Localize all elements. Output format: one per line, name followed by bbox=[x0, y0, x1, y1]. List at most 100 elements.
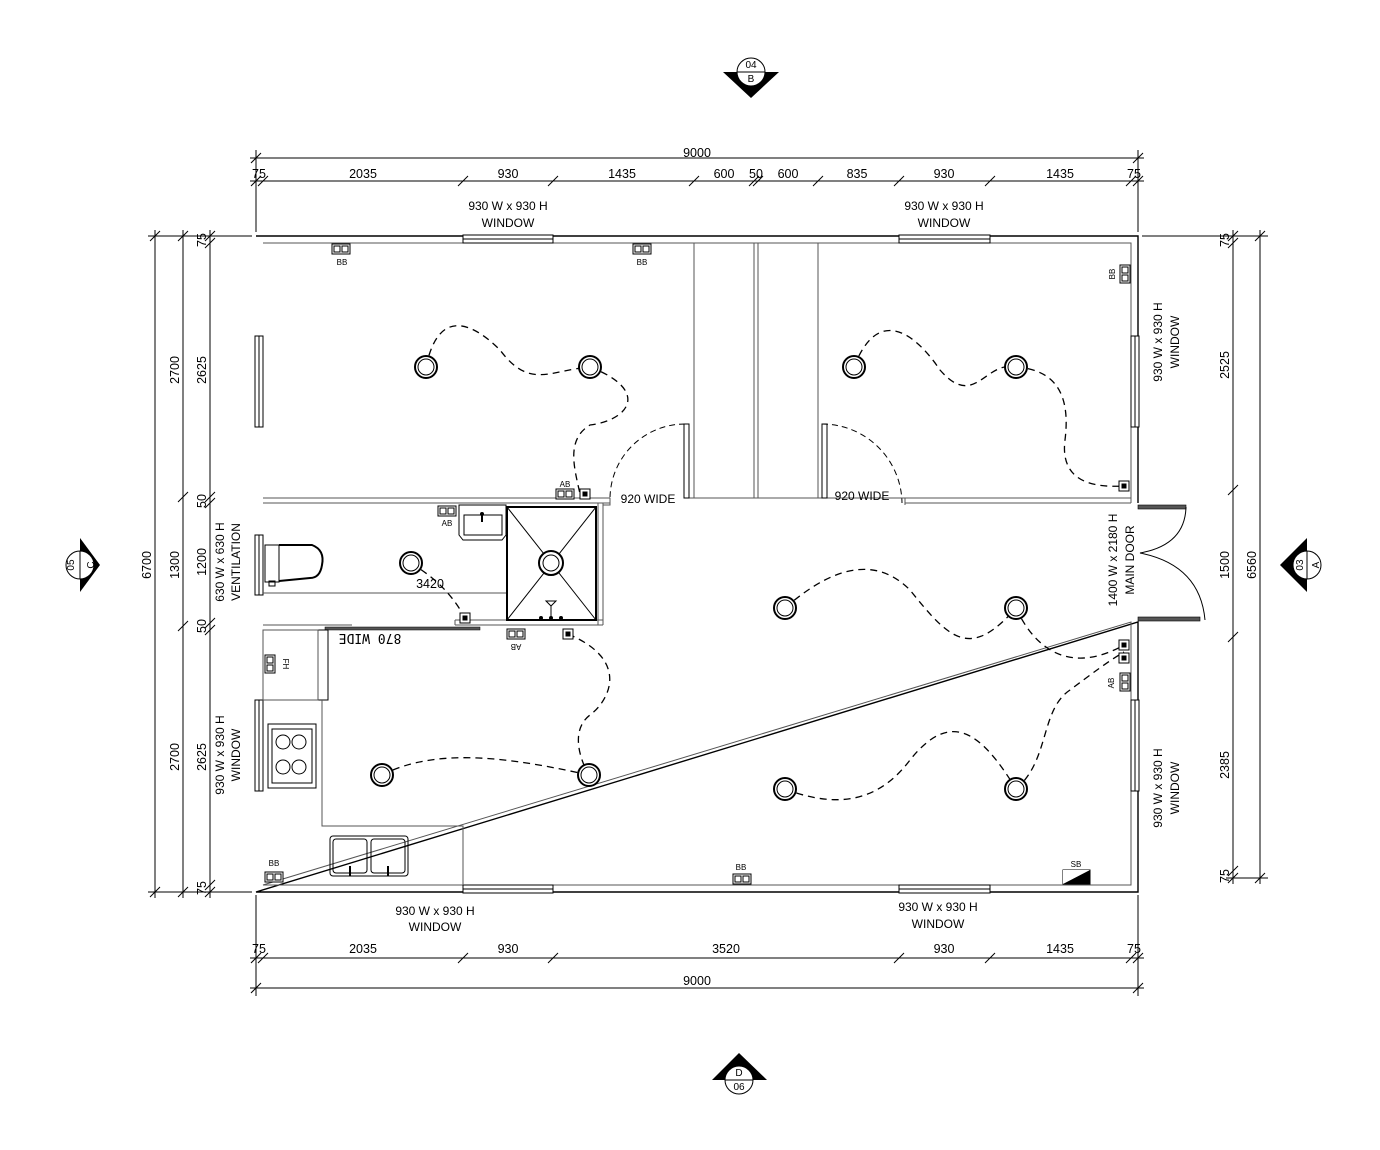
dim-label: 2035 bbox=[349, 942, 377, 956]
section-marker-top[interactable]: 04 B bbox=[723, 57, 779, 98]
dim-label: 3520 bbox=[712, 942, 740, 956]
door-width-label: 870 WIDE bbox=[339, 630, 402, 645]
right-dimensions: 75 2525 1500 2385 75 6560 bbox=[1142, 230, 1268, 884]
light-icon bbox=[1004, 355, 1028, 379]
section-marker-right[interactable]: 03 A bbox=[1280, 538, 1322, 592]
ceiling-lights bbox=[370, 355, 1028, 801]
outlet-icon bbox=[506, 628, 526, 640]
dim-label: 1435 bbox=[1046, 167, 1074, 181]
bedroom-2-door[interactable] bbox=[821, 423, 903, 504]
light-icon bbox=[399, 551, 423, 575]
vent-size-label: 630 W x 630 H bbox=[213, 522, 227, 601]
switch-icon bbox=[1118, 480, 1130, 492]
light-icon bbox=[1004, 596, 1028, 620]
outlet-label: BB bbox=[337, 258, 348, 267]
light-icon bbox=[773, 777, 797, 801]
marker-number: 05 bbox=[66, 559, 77, 571]
outlet-icon bbox=[331, 243, 351, 255]
marker-letter: C bbox=[86, 561, 97, 568]
dim-label: 75 bbox=[1127, 942, 1141, 956]
shower bbox=[506, 506, 597, 621]
dim-label: 2525 bbox=[1218, 351, 1232, 379]
light-icon bbox=[1004, 777, 1028, 801]
outlet-label: AB bbox=[511, 642, 522, 651]
left-dimensions: 6700 2700 1300 2700 75 2625 50 1200 50 2… bbox=[140, 230, 252, 898]
dim-label: 75 bbox=[1127, 167, 1141, 181]
dim-label: 75 bbox=[252, 942, 266, 956]
dim-label: 1435 bbox=[608, 167, 636, 181]
dim-label: 9000 bbox=[683, 146, 711, 160]
wiring bbox=[381, 325, 1125, 801]
marker-letter: B bbox=[748, 74, 755, 85]
dim-label: 2035 bbox=[349, 167, 377, 181]
dim-label: 930 bbox=[934, 942, 955, 956]
marker-letter: D bbox=[735, 1068, 742, 1079]
dim-label: 75 bbox=[252, 167, 266, 181]
window-size-label: 930 W x 930 H bbox=[904, 199, 983, 213]
section-marker-bottom[interactable]: D 06 bbox=[712, 1053, 767, 1095]
dim-label: 2700 bbox=[168, 356, 182, 384]
switch-icon bbox=[562, 628, 574, 640]
outlet-label: FH bbox=[281, 659, 290, 670]
basin bbox=[458, 504, 507, 541]
dim-label: 2625 bbox=[195, 356, 209, 384]
dim-label: 75 bbox=[195, 233, 209, 247]
dim-label: 50 bbox=[195, 494, 209, 508]
outlet-label: BB bbox=[1108, 269, 1117, 280]
window-label: WINDOW bbox=[1168, 315, 1182, 368]
outlet-label: BB bbox=[736, 863, 747, 872]
outlet-label: BB bbox=[637, 258, 648, 267]
light-icon bbox=[414, 355, 438, 379]
window-label: WINDOW bbox=[1168, 761, 1182, 814]
light-icon bbox=[370, 763, 394, 787]
dim-label: 6700 bbox=[140, 551, 154, 579]
ventilation-label: VENTILATION bbox=[229, 523, 243, 601]
outlet-icon bbox=[1119, 672, 1131, 692]
door-width-label: 920 WIDE bbox=[621, 492, 676, 506]
window-size-label: 930 W x 930 H bbox=[1151, 748, 1165, 827]
switch-icon bbox=[1118, 639, 1130, 651]
outlet-label: AB bbox=[442, 519, 453, 528]
light-icon bbox=[577, 763, 601, 787]
switch-icon bbox=[579, 488, 591, 500]
outlet-label: AB bbox=[560, 480, 571, 489]
switch-icon bbox=[1118, 652, 1130, 664]
dim-label: 930 bbox=[934, 167, 955, 181]
dim-label: 600 bbox=[778, 167, 799, 181]
marker-number: 03 bbox=[1295, 559, 1306, 571]
outlet-icon bbox=[632, 243, 652, 255]
kitchen-bench bbox=[321, 700, 464, 885]
symbol-labels: BB BB BB AB AB AB FH AB BB BB SB bbox=[269, 258, 1117, 872]
switchboard-label: SB bbox=[1071, 860, 1082, 869]
dim-label: 930 bbox=[498, 167, 519, 181]
outlet-icon bbox=[1119, 264, 1131, 284]
dim-label: 75 bbox=[1218, 233, 1232, 247]
section-marker-left[interactable]: 05 C bbox=[65, 538, 100, 592]
dim-label: 75 bbox=[195, 881, 209, 895]
main-door[interactable] bbox=[1137, 504, 1206, 622]
outlet-icon bbox=[264, 871, 284, 883]
dim-label: 2385 bbox=[1218, 751, 1232, 779]
toilet bbox=[264, 544, 324, 587]
windows[interactable] bbox=[254, 234, 1140, 894]
window-label: WINDOW bbox=[482, 216, 535, 230]
dim-label: 1200 bbox=[195, 548, 209, 576]
stove bbox=[267, 723, 317, 789]
outlet-icon bbox=[264, 654, 276, 674]
door-width-label: 920 WIDE bbox=[835, 489, 890, 503]
outlet-icon bbox=[555, 488, 575, 500]
dim-label: 930 bbox=[498, 942, 519, 956]
bedroom-1-door[interactable] bbox=[609, 423, 690, 499]
marker-number: 06 bbox=[733, 1082, 745, 1093]
dim-label: 9000 bbox=[683, 974, 711, 988]
window-size-label: 930 W x 930 H bbox=[213, 715, 227, 794]
outlet-label: BB bbox=[269, 859, 280, 868]
dim-label: 1300 bbox=[168, 551, 182, 579]
marker-letter: A bbox=[1311, 561, 1322, 568]
window-label: WINDOW bbox=[912, 917, 965, 931]
dim-label: 2700 bbox=[168, 743, 182, 771]
dim-label: 2625 bbox=[195, 743, 209, 771]
dim-label: 1435 bbox=[1046, 942, 1074, 956]
window-label: WINDOW bbox=[918, 216, 971, 230]
